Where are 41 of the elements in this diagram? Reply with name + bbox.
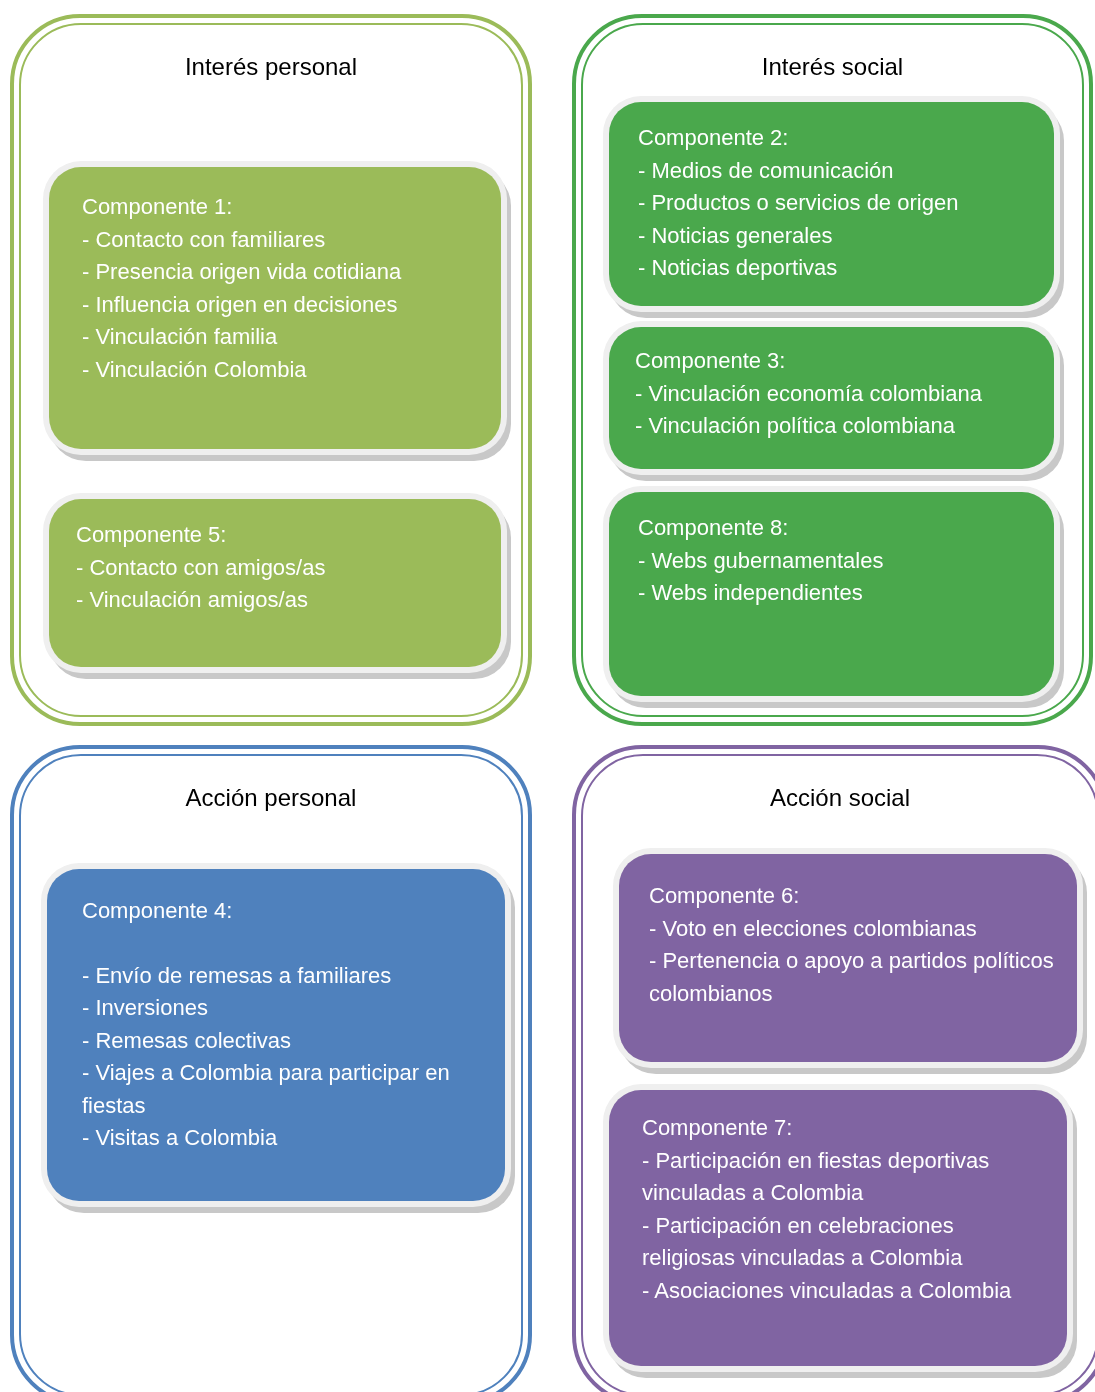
list-item: - Inversiones [82, 994, 209, 1022]
panel-title: Acción personal [184, 784, 358, 812]
category-panel [572, 14, 1093, 726]
category-panel [10, 14, 532, 726]
list-item: - Envío de remesas a familiares [82, 961, 393, 990]
list-item: - Participación en celebraciones religiosas vinculadas a Colombia [642, 1211, 964, 1272]
category-panel [572, 745, 1095, 1392]
list-item: - Medios de comunicación [638, 156, 895, 185]
list-item: - Vinculación amigos/as [76, 586, 309, 614]
category-panel [10, 745, 532, 1392]
list-item: - Vinculación política colombiana [635, 412, 956, 440]
component-title: Componente 7: [642, 1114, 794, 1142]
list-item: - Vinculación familia [82, 323, 279, 351]
component-title: Componente 6: [649, 882, 801, 910]
list-item: - Contacto con amigos/as [76, 553, 327, 582]
list-item: - Presencia origen vida cotidiana [82, 258, 403, 286]
list-item: - Vinculación economía colombiana [635, 379, 983, 408]
panel-title: Interés personal [183, 53, 359, 81]
component-title: Componente 5: [76, 521, 228, 549]
list-item: - Contacto con familiares [82, 225, 327, 254]
list-item: - Influencia origen en decisiones [82, 290, 399, 319]
list-item: - Noticias generales [638, 221, 834, 250]
component-title: Componente 3: [635, 347, 787, 375]
list-item: - Viajes a Colombia para participar en fiestas [82, 1059, 451, 1120]
component-title: Componente 4: [82, 897, 234, 925]
list-item: - Vinculación Colombia [82, 355, 308, 384]
list-item: - Webs independientes [638, 579, 864, 607]
panel-title: Interés social [760, 53, 905, 81]
list-item: - Pertenencia o apoyo a partidos políticos colombianos [649, 947, 1055, 1008]
list-item: - Webs gubernamentales [638, 546, 885, 575]
list-item: - Participación en fiestas deportivas vinculadas a Colombia [642, 1146, 991, 1207]
component-title: Componente 8: [638, 514, 790, 542]
component-title: Componente 1: [82, 193, 234, 221]
list-item: - Remesas colectivas [82, 1026, 293, 1055]
list-item: - Asociaciones vinculadas a Colombia [642, 1276, 1013, 1305]
list-item: - Visitas a Colombia [82, 1124, 279, 1152]
component-title: Componente 2: [638, 124, 790, 152]
list-item: - Voto en elecciones colombianas [649, 914, 978, 943]
panel-title: Acción social [768, 784, 912, 812]
list-item: - Noticias deportivas [638, 254, 839, 282]
list-item: - Productos o servicios de origen [638, 189, 960, 217]
